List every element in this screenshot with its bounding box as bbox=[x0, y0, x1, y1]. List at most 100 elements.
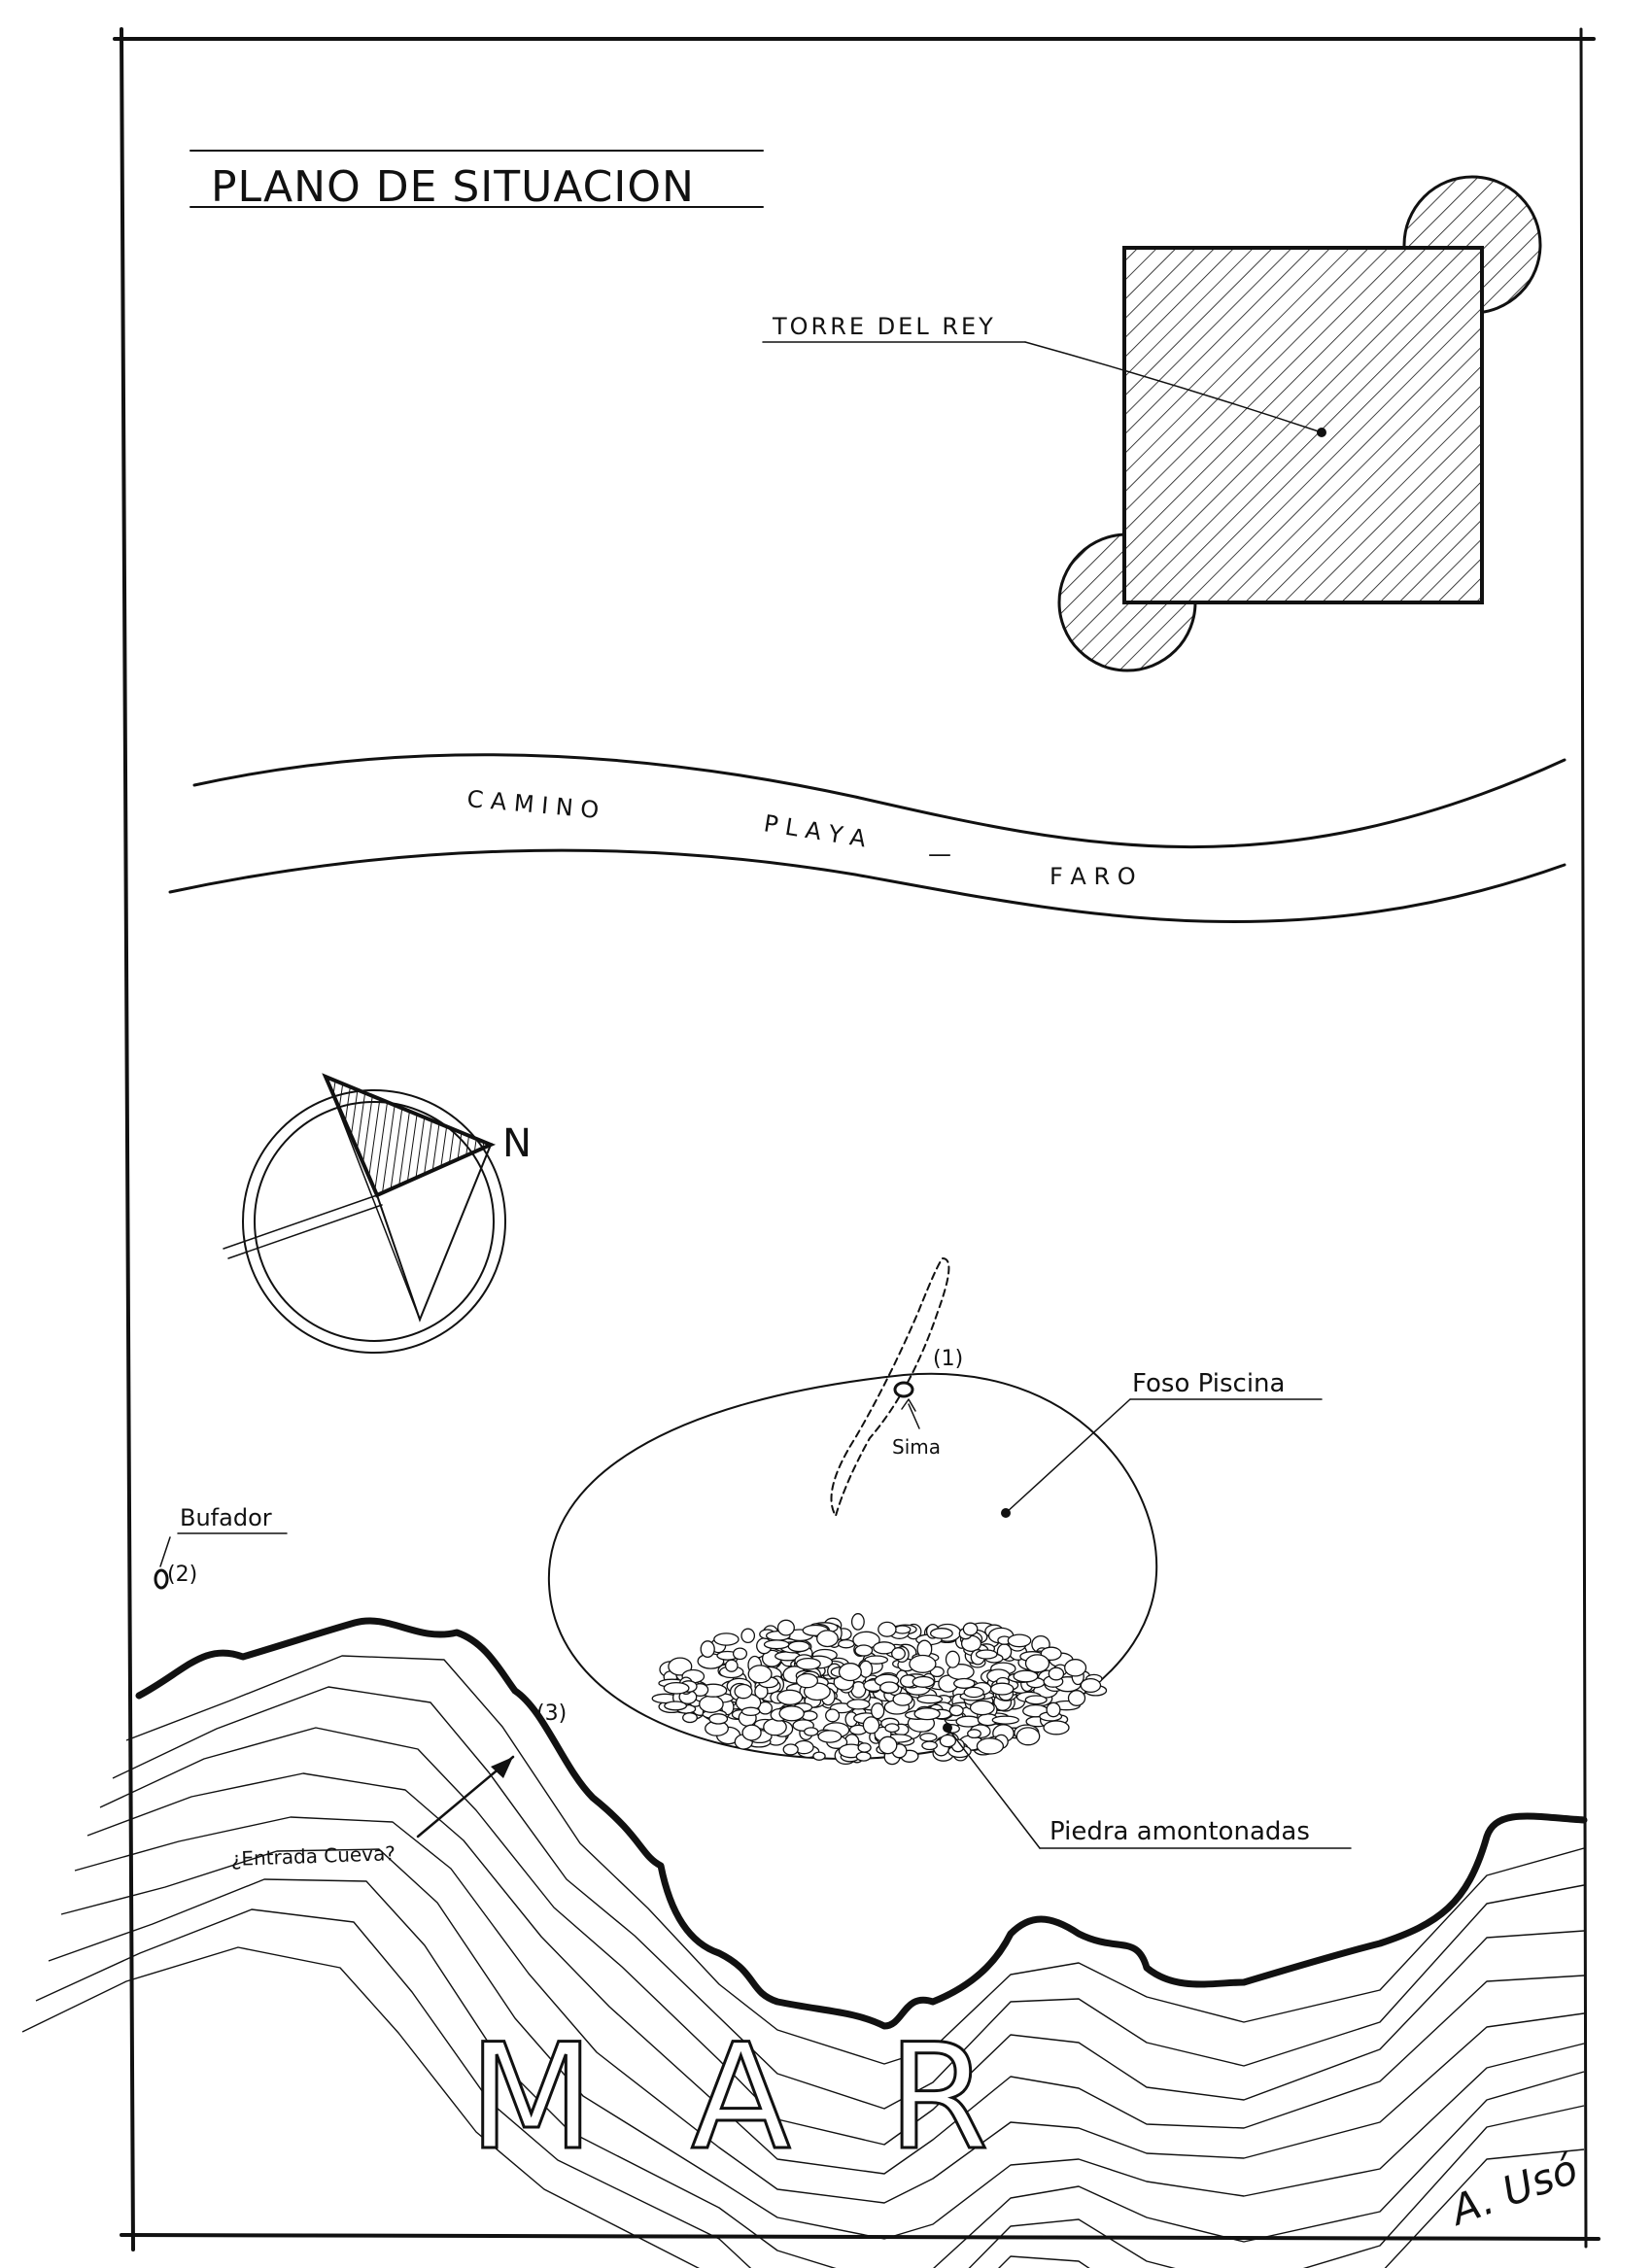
point-2-label: (2) bbox=[167, 1563, 197, 1587]
stone bbox=[804, 1727, 819, 1736]
stone bbox=[989, 1682, 1015, 1696]
stone bbox=[817, 1730, 843, 1743]
stone bbox=[919, 1733, 938, 1742]
stone-pile bbox=[651, 1613, 1108, 1766]
stone bbox=[991, 1715, 1019, 1725]
stone bbox=[812, 1751, 826, 1761]
foso-label: Foso Piscina bbox=[1132, 1369, 1285, 1398]
stone bbox=[838, 1663, 862, 1682]
stone bbox=[668, 1657, 693, 1676]
stone bbox=[1080, 1677, 1102, 1694]
road-label-dash: — bbox=[928, 841, 951, 868]
stone bbox=[740, 1628, 756, 1644]
contour-line bbox=[35, 1908, 1585, 2268]
stone bbox=[893, 1625, 912, 1634]
contour-line bbox=[21, 1946, 1585, 2268]
stone bbox=[763, 1718, 787, 1736]
stone bbox=[1015, 1727, 1041, 1746]
stone bbox=[795, 1657, 821, 1670]
stone bbox=[963, 1686, 984, 1699]
torre-del-rey: TORRE DEL REY bbox=[762, 175, 1542, 672]
stone bbox=[850, 1613, 865, 1631]
sea-label-text: M A R bbox=[468, 2013, 1015, 2182]
stone bbox=[741, 1724, 762, 1741]
point-1-label: (1) bbox=[933, 1347, 963, 1371]
bufador: Bufador (2) bbox=[154, 1504, 288, 1590]
stone bbox=[1024, 1695, 1048, 1705]
stone bbox=[884, 1723, 900, 1734]
stone bbox=[1024, 1654, 1050, 1673]
title-text: PLANO DE SITUACION bbox=[211, 162, 695, 212]
stones-label: Piedra amontonadas bbox=[1050, 1817, 1310, 1846]
stones-callout: Piedra amontonadas bbox=[943, 1723, 1352, 1849]
stone bbox=[776, 1619, 795, 1636]
stone bbox=[1043, 1720, 1070, 1735]
stone bbox=[699, 1695, 724, 1713]
stone bbox=[1013, 1669, 1039, 1683]
stone bbox=[740, 1706, 761, 1717]
stone bbox=[787, 1640, 810, 1653]
stone bbox=[858, 1660, 874, 1678]
stone bbox=[955, 1715, 981, 1728]
stone bbox=[879, 1681, 900, 1694]
sima-crack bbox=[830, 1257, 950, 1517]
stone bbox=[763, 1639, 790, 1650]
contour-line bbox=[112, 1686, 1585, 2110]
cave-entrance: ¿Entrada Cueva? bbox=[230, 1755, 515, 1871]
stone bbox=[912, 1675, 935, 1688]
road-label-camino: C A M I N O bbox=[465, 785, 600, 824]
stone bbox=[857, 1742, 872, 1753]
stone bbox=[776, 1689, 804, 1705]
signature: A. Usó bbox=[1442, 2145, 1584, 2235]
road-label-playa: P L A Y A bbox=[762, 809, 869, 852]
drawing-frame bbox=[113, 27, 1600, 2251]
stone bbox=[892, 1692, 913, 1706]
stone bbox=[782, 1743, 799, 1756]
contour-line bbox=[60, 1848, 1585, 2240]
stone bbox=[778, 1705, 805, 1722]
signature-text: A. Usó bbox=[1442, 2145, 1584, 2235]
stone bbox=[913, 1707, 941, 1721]
stone bbox=[846, 1699, 871, 1710]
stone bbox=[734, 1683, 753, 1700]
point-3-label: (3) bbox=[536, 1701, 567, 1726]
stone bbox=[664, 1701, 688, 1711]
stone bbox=[747, 1665, 773, 1684]
stone bbox=[873, 1641, 896, 1655]
contour-line bbox=[99, 1727, 1585, 2146]
sea-label: M A R bbox=[467, 2012, 1015, 2184]
coastline: (3) bbox=[135, 1617, 1588, 2030]
stone bbox=[838, 1638, 855, 1649]
stone bbox=[878, 1735, 898, 1755]
stone bbox=[724, 1659, 739, 1672]
sea-contours bbox=[21, 1655, 1585, 2268]
stone bbox=[878, 1621, 897, 1637]
stone bbox=[871, 1702, 885, 1720]
stone bbox=[948, 1704, 964, 1717]
stone bbox=[916, 1694, 944, 1704]
stone bbox=[891, 1647, 906, 1661]
sima-hole bbox=[893, 1381, 914, 1398]
cave-label: ¿Entrada Cueva? bbox=[230, 1841, 396, 1871]
stone bbox=[962, 1622, 979, 1636]
stone bbox=[976, 1737, 1005, 1755]
stone bbox=[795, 1672, 819, 1689]
stone bbox=[975, 1649, 998, 1660]
stone bbox=[1007, 1633, 1032, 1648]
stone bbox=[816, 1630, 839, 1648]
stone bbox=[939, 1734, 957, 1748]
stone bbox=[1048, 1667, 1065, 1681]
stone bbox=[732, 1647, 748, 1661]
stone bbox=[855, 1751, 872, 1762]
contour-line bbox=[86, 1772, 1585, 2175]
contour-line bbox=[74, 1816, 1585, 2204]
bufador-label: Bufador bbox=[180, 1504, 272, 1531]
stone bbox=[708, 1713, 729, 1725]
stone bbox=[967, 1729, 981, 1739]
stone bbox=[864, 1655, 889, 1665]
stone bbox=[663, 1681, 690, 1695]
road-label-faro: F A R O bbox=[1050, 863, 1136, 890]
contour-line bbox=[125, 1655, 1585, 2065]
stone bbox=[969, 1700, 995, 1716]
